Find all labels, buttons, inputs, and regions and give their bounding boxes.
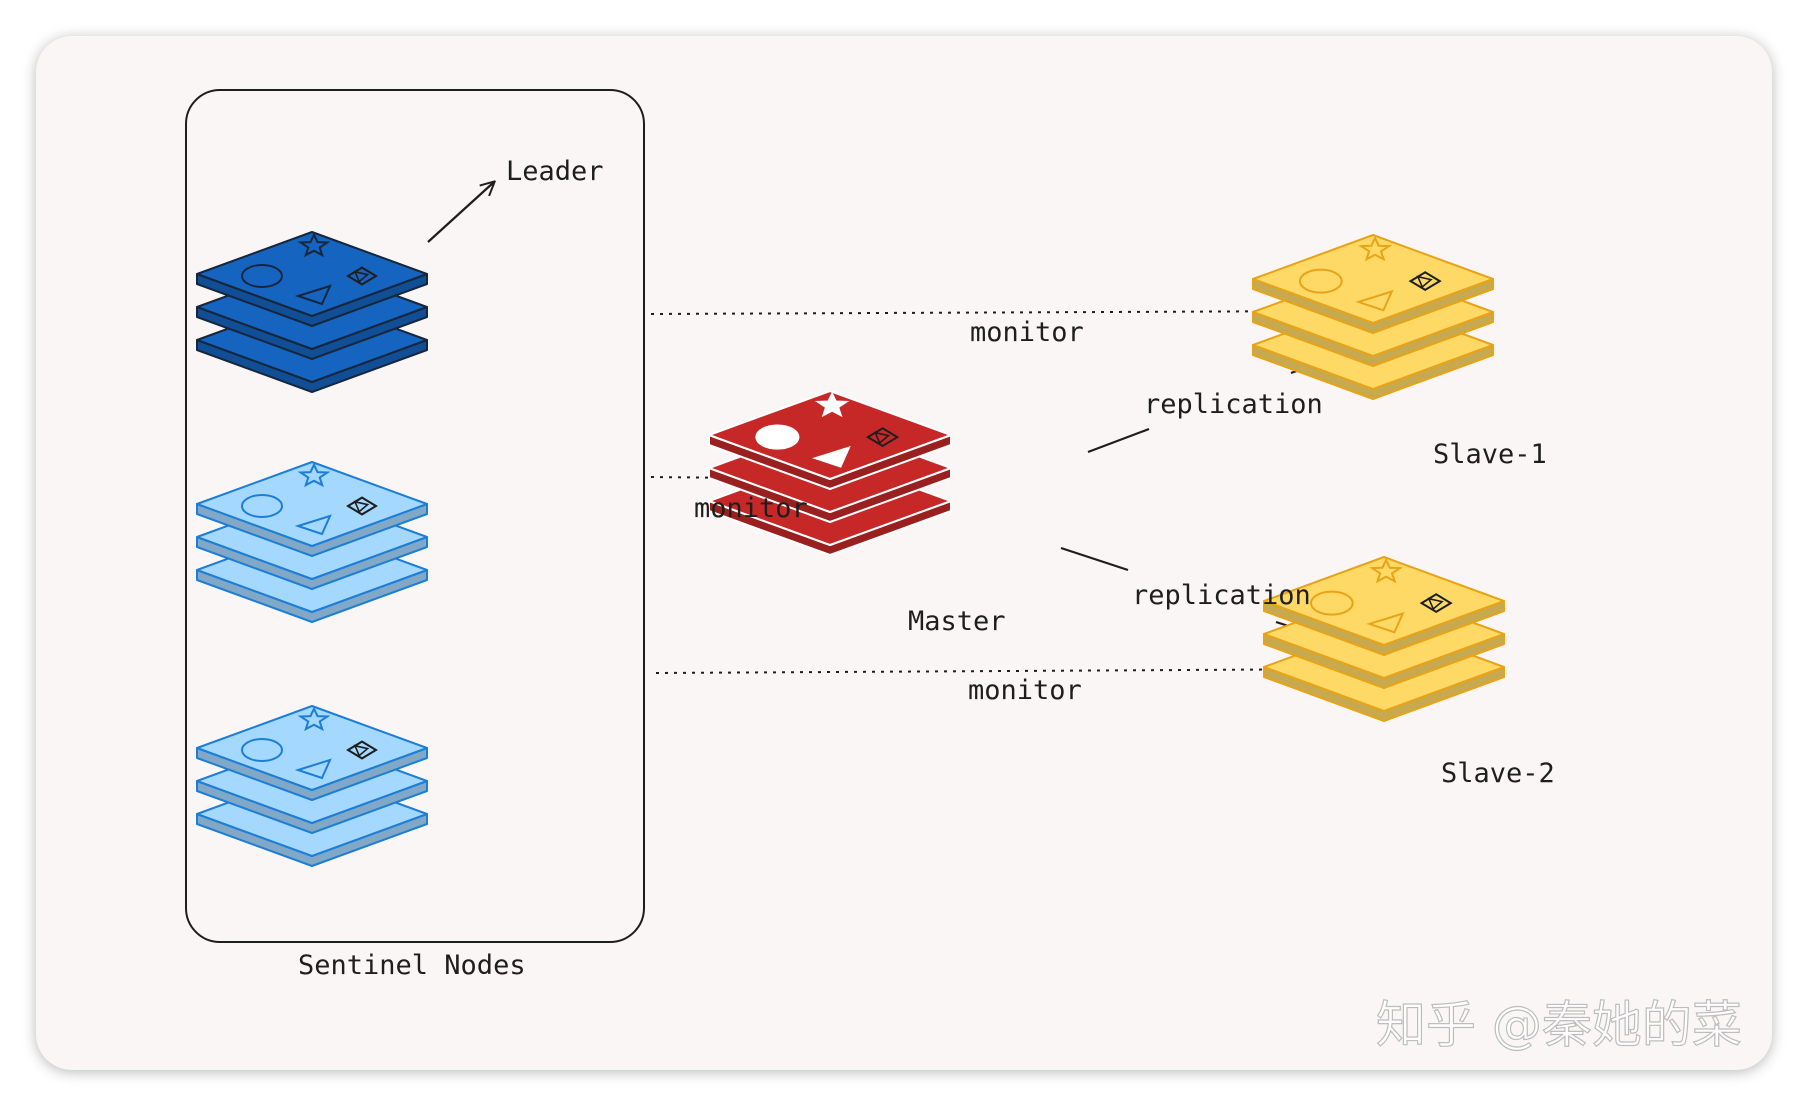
inner-triangle-icon (1427, 597, 1444, 611)
slave-1-label: Slave-1 (1433, 439, 1547, 470)
master-label: Master (908, 606, 1006, 637)
inner-triangle-icon (353, 500, 370, 513)
sentinel-node-2 (196, 461, 428, 623)
triangle-icon (294, 514, 332, 536)
triangle-icon (812, 446, 851, 468)
square-icon (346, 266, 378, 286)
triangle-icon (294, 284, 332, 306)
monitor-label-middle: monitor (694, 493, 808, 524)
diagram-canvas: Leader Sentinel Nodes Master Slave-1 Sla… (36, 36, 1772, 1070)
circle-icon (1309, 590, 1354, 616)
replication-label-top: replication (1144, 389, 1323, 420)
replication-connector-top (1087, 427, 1150, 454)
slave-1-node (1252, 234, 1494, 400)
layer-top (196, 705, 428, 791)
inner-triangle-icon (353, 270, 370, 283)
monitor-line-top (650, 310, 1337, 315)
square-icon (1408, 271, 1442, 292)
leader-label: Leader (506, 156, 604, 187)
layer-top (196, 461, 428, 547)
circle-icon (1298, 268, 1343, 294)
sentinel-nodes-frame (185, 89, 645, 943)
square-icon (865, 427, 900, 448)
triangle-icon (1355, 289, 1394, 312)
inner-triangle-icon (1416, 275, 1433, 289)
star-icon (297, 232, 331, 258)
watermark: 知乎 @秦她的菜 (1376, 996, 1742, 1054)
square-icon (1419, 593, 1453, 614)
layer-top (196, 231, 428, 317)
inner-triangle-icon (873, 431, 891, 445)
triangle-icon (1366, 611, 1405, 634)
layer-top (708, 390, 952, 480)
sentinel-nodes-label: Sentinel Nodes (298, 950, 526, 981)
circle-icon (241, 264, 283, 288)
star-icon (1369, 557, 1404, 584)
layer-top (1252, 234, 1494, 324)
circle-icon (241, 494, 283, 518)
monitor-label-bottom: monitor (968, 675, 1082, 706)
star-icon (1358, 235, 1393, 262)
circle-icon (755, 424, 800, 450)
layer-top (1263, 556, 1505, 646)
replication-connector-bottom (1060, 546, 1129, 572)
star-icon (297, 706, 331, 732)
replication-label-bottom: replication (1132, 580, 1311, 611)
sentinel-leader-node (196, 231, 428, 393)
inner-triangle-icon (353, 744, 370, 757)
star-icon (814, 391, 850, 418)
slave-2-label: Slave-2 (1441, 758, 1555, 789)
square-icon (346, 496, 378, 516)
sentinel-node-3 (196, 705, 428, 867)
diagram-svg: Leader Sentinel Nodes Master Slave-1 Sla… (185, 89, 1743, 1055)
star-icon (297, 462, 331, 488)
monitor-line-bottom (655, 668, 1362, 674)
monitor-label-top: monitor (970, 317, 1084, 348)
master-node (708, 390, 952, 556)
square-icon (346, 740, 378, 760)
leader-arrow (427, 182, 494, 243)
triangle-icon (294, 758, 332, 780)
circle-icon (241, 738, 283, 762)
slave-2-node (1263, 556, 1505, 722)
